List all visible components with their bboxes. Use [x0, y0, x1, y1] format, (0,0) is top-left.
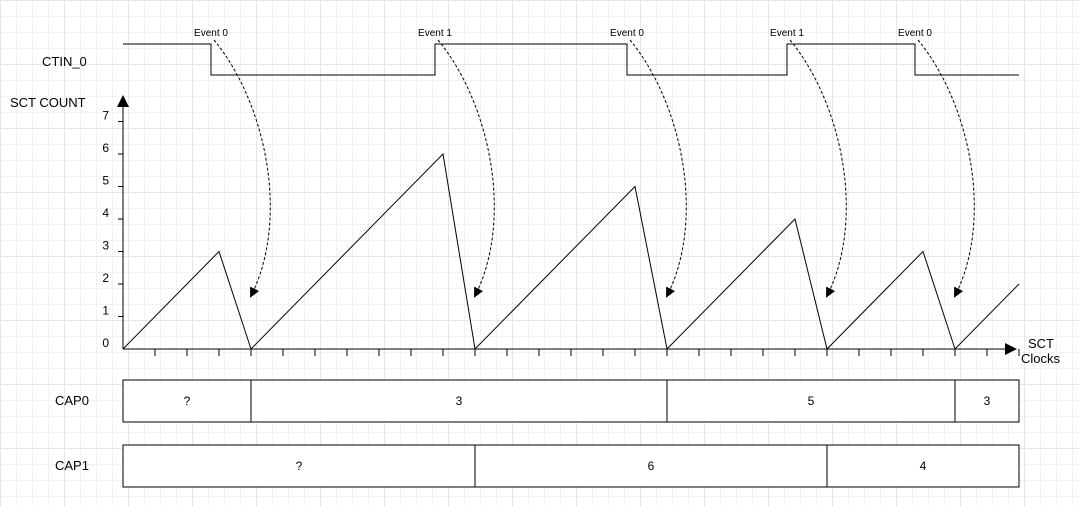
cap0-value: 5	[808, 394, 815, 408]
y-tick-label: 5	[102, 174, 109, 188]
cap1-segment	[474, 444, 828, 488]
cap1-value: 4	[920, 459, 927, 473]
cap0-segment	[122, 379, 252, 423]
event-arrow	[213, 39, 271, 298]
cap1-segment	[122, 444, 476, 488]
event-label: Event 0	[898, 28, 932, 39]
event-arrow	[917, 39, 975, 298]
event-label: Event 0	[194, 28, 228, 39]
event-arrow	[437, 39, 495, 298]
y-tick-label: 0	[102, 336, 109, 350]
y-tick-label: 3	[102, 239, 109, 253]
event-label: Event 0	[610, 28, 644, 39]
ctin-label: CTIN_0	[42, 54, 87, 69]
x-axis-label-line1: SCT	[1028, 336, 1054, 351]
event-arrow	[629, 39, 687, 298]
x-axis-label-line2: Clocks	[1021, 351, 1061, 366]
cap0-segment	[954, 379, 1020, 423]
ctin-waveform	[123, 43, 1019, 76]
ctin-trace	[123, 43, 1019, 76]
cap0-register: ? 3 5 3	[122, 379, 1020, 423]
y-tick-label: 7	[102, 109, 109, 123]
sct-count-label: SCT COUNT	[10, 95, 86, 110]
y-tick-label: 2	[102, 271, 109, 285]
cap1-segment	[826, 444, 1020, 488]
cap1-value: ?	[296, 459, 303, 473]
event-label: Event 1	[770, 28, 804, 39]
y-tick-label: 1	[102, 304, 109, 318]
cap0-value: 3	[984, 394, 991, 408]
x-ticks	[154, 349, 1020, 356]
counter-sawtooth	[122, 152, 1020, 351]
cap0-value: ?	[184, 394, 191, 408]
y-ticks: 0 1 2 3 4 5 6 7	[102, 109, 123, 350]
event-arrow	[789, 39, 847, 298]
cap1-register: ? 6 4	[122, 444, 1020, 488]
y-tick-label: 4	[102, 206, 109, 220]
cap1-value: 6	[648, 459, 655, 473]
cap0-label: CAP0	[55, 393, 89, 408]
event-label: Event 1	[418, 28, 452, 39]
counter-trace	[122, 152, 1020, 351]
cap1-label: CAP1	[55, 458, 89, 473]
cap0-segment	[666, 379, 956, 423]
event-arrows: Event 0 Event 1 Event 0 Event 1 Event 0	[194, 28, 975, 298]
y-tick-label: 6	[102, 141, 109, 155]
cap0-value: 3	[456, 394, 463, 408]
